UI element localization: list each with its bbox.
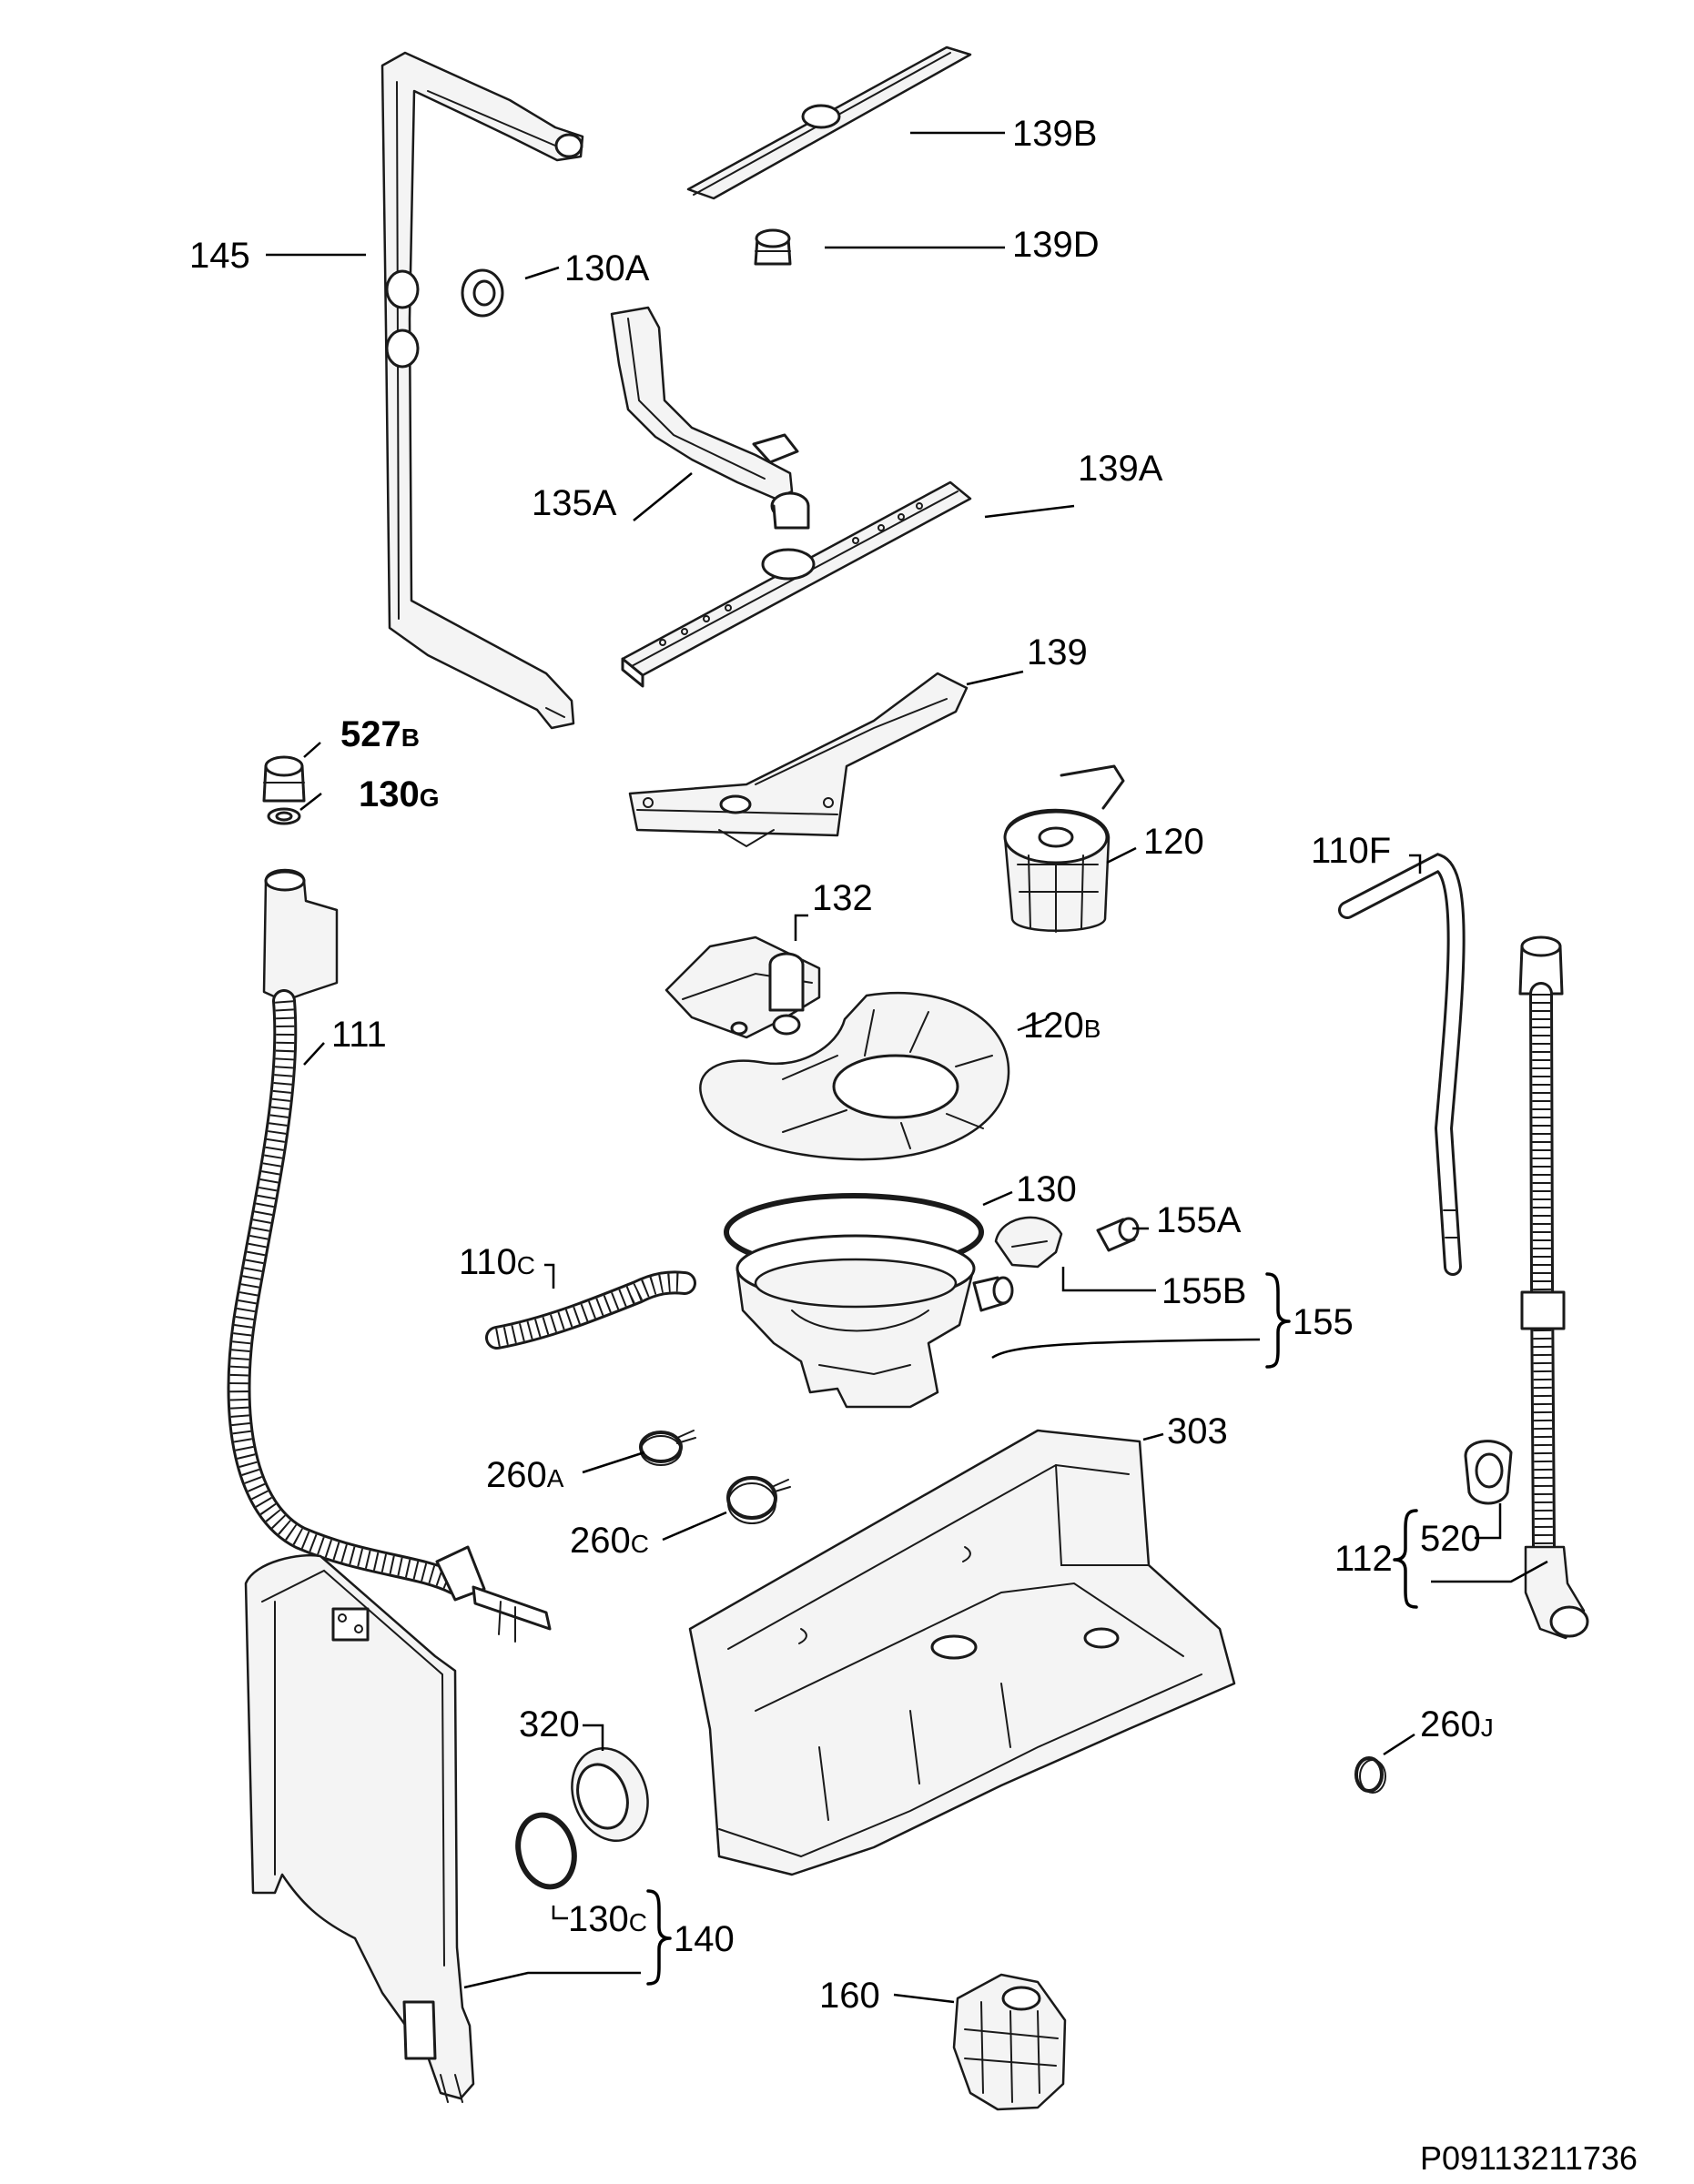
base-frame-303	[688, 1429, 1236, 1876]
nut-527b	[262, 755, 306, 803]
part-labels: 145 130A 139B 139D 135A 139A 139 527B 13…	[189, 114, 1638, 2177]
label-130c: 130C	[568, 1899, 647, 1939]
sensor-unit-132	[664, 935, 821, 1039]
label-160: 160	[819, 1976, 880, 2016]
sump-155	[735, 1234, 1014, 1409]
spray-holes	[659, 502, 923, 646]
label-303: 303	[1167, 1411, 1228, 1451]
label-527b: 527B	[340, 714, 420, 754]
label-120b: 120B	[1023, 1006, 1101, 1046]
label-130g: 130G	[359, 774, 440, 814]
label-139: 139	[1027, 632, 1088, 672]
supply-pipe-145	[380, 51, 584, 730]
spray-arm-bracket-135a	[610, 306, 810, 530]
label-139d: 139D	[1012, 225, 1100, 265]
clamp-260a	[639, 1430, 696, 1466]
label-139a: 139A	[1078, 449, 1163, 489]
clamp-260c	[726, 1476, 791, 1524]
filter-plate-120b	[699, 991, 1010, 1161]
label-140: 140	[674, 1919, 735, 1959]
label-132: 132	[812, 878, 873, 918]
spray-arm-nut-139d	[754, 228, 792, 266]
label-260j: 260J	[1420, 1704, 1494, 1744]
cover-155b	[994, 1216, 1063, 1269]
label-135a: 135A	[532, 483, 617, 523]
hose-110c	[485, 1270, 696, 1350]
label-112: 112	[1334, 1539, 1393, 1579]
tube-110f	[1338, 853, 1466, 1276]
middle-spray-arm-139a	[621, 480, 972, 688]
label-155: 155	[1293, 1302, 1354, 1342]
label-320: 320	[519, 1704, 580, 1744]
label-520: 520	[1420, 1519, 1481, 1559]
o-ring-130c	[515, 1812, 577, 1890]
connector-155a	[1096, 1217, 1140, 1252]
clip-520	[1464, 1440, 1513, 1505]
label-260a: 260A	[486, 1455, 564, 1495]
label-139b: 139B	[1012, 114, 1097, 154]
label-145: 145	[189, 236, 250, 276]
lower-spray-arm-139	[628, 672, 969, 848]
side-panel-140	[244, 1553, 475, 2103]
label-130a: 130A	[564, 248, 650, 288]
reference-code: P09113211736	[1420, 2139, 1638, 2177]
upper-spray-arm-139b	[686, 46, 972, 200]
label-130: 130	[1016, 1169, 1077, 1209]
label-155b: 155B	[1161, 1271, 1246, 1311]
label-120: 120	[1143, 822, 1204, 862]
clamp-260j	[1354, 1756, 1386, 1794]
label-260c: 260C	[570, 1521, 649, 1561]
label-111: 111	[331, 1015, 387, 1055]
drain-hose-112	[1518, 935, 1589, 1640]
label-110c: 110C	[459, 1242, 535, 1282]
label-110f: 110F	[1311, 831, 1391, 871]
seal-320	[571, 1747, 649, 1842]
seal-ring-130a	[461, 268, 504, 318]
fill-hose-111	[227, 868, 552, 1643]
grouping-braces	[646, 1272, 1418, 1986]
pump-160	[952, 1973, 1067, 2111]
washer-130g	[267, 807, 301, 825]
leader-lines	[266, 131, 1548, 2004]
label-155a: 155A	[1156, 1200, 1242, 1240]
filter-120	[1003, 764, 1125, 933]
